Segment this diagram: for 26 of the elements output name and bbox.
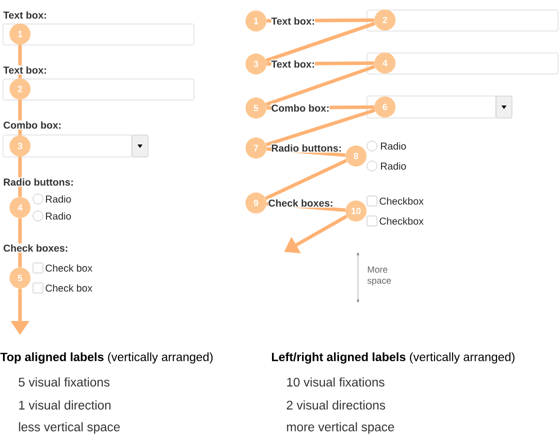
gaze-path xyxy=(266,22,376,62)
note: More space xyxy=(367,266,391,286)
field-label: Check boxes: xyxy=(268,198,334,208)
option-label: Radio xyxy=(381,162,406,170)
heading: Left/right aligned labels (vertically arranged) xyxy=(272,352,514,364)
option-label: Checkbox xyxy=(380,217,424,225)
summary-text: 2 visual directions xyxy=(286,400,386,410)
option-label: Check box xyxy=(46,284,92,292)
summary-text: 10 visual fixations xyxy=(287,377,384,387)
field-label: Check boxes: xyxy=(3,243,68,253)
gaze-path xyxy=(266,64,376,106)
summary-text: 5 visual fixations xyxy=(18,377,110,387)
option-label: Radio xyxy=(46,212,71,220)
option-label: Checkbox xyxy=(380,197,424,205)
gaze-path xyxy=(264,158,348,200)
gaze-path xyxy=(18,218,22,268)
option-label: Radio xyxy=(381,142,406,150)
field-label: Combo box: xyxy=(3,120,62,130)
field-label: Radio buttons: xyxy=(3,177,74,187)
summary-text: more vertical space xyxy=(287,422,394,434)
summary-text: 1 visual direction xyxy=(19,400,110,410)
field-label: Radio buttons: xyxy=(271,143,342,153)
field-label: Combo box: xyxy=(271,103,330,113)
gaze-path xyxy=(266,108,376,146)
heading: Top aligned labels (vertically arranged) xyxy=(0,352,213,364)
summary-text: less vertical space xyxy=(19,422,120,434)
